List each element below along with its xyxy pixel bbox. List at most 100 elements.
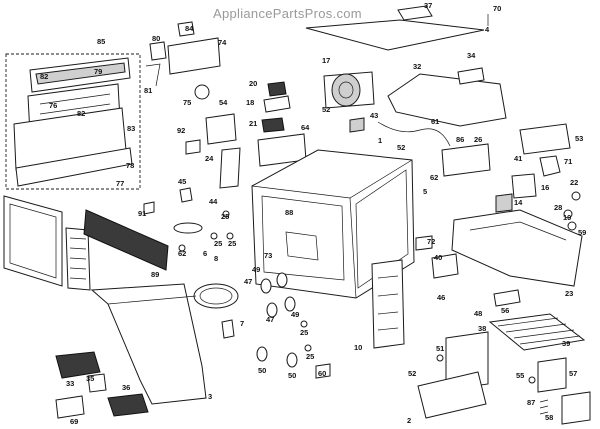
callout-40: 40 xyxy=(434,253,442,262)
callout-84: 84 xyxy=(185,24,194,33)
callout-7: 7 xyxy=(240,319,244,328)
callout-14: 14 xyxy=(514,198,523,207)
callout-91: 91 xyxy=(138,209,146,218)
fan-motor xyxy=(323,71,375,109)
door-outer-frame xyxy=(15,147,133,187)
door-assembly-group xyxy=(5,53,141,190)
callout-8: 8 xyxy=(214,254,218,263)
part-91 xyxy=(143,201,155,215)
callout-58: 58 xyxy=(545,413,553,422)
watermark-text: AppliancePartsPros.com xyxy=(213,6,362,21)
coupler-7 xyxy=(221,319,235,339)
callout-62: 62 xyxy=(178,249,186,258)
callout-25: 25 xyxy=(221,212,229,221)
callout-71: 71 xyxy=(564,157,572,166)
part-58 xyxy=(561,391,591,425)
mounting-plate-2 xyxy=(417,371,487,419)
spring-81 xyxy=(145,63,161,87)
callout-73: 73 xyxy=(264,251,272,260)
screws-87 xyxy=(539,399,549,415)
board-53 xyxy=(519,123,571,155)
control-panel-buttons xyxy=(35,62,126,85)
diode-24 xyxy=(219,147,241,189)
callout-4: 4 xyxy=(485,25,490,34)
damper-34 xyxy=(457,67,485,85)
part-72 xyxy=(415,235,433,251)
part-14 xyxy=(495,193,513,213)
callout-20: 20 xyxy=(249,79,257,88)
callout-25: 25 xyxy=(306,352,314,361)
part-25e xyxy=(304,344,312,352)
roller-75 xyxy=(194,84,210,100)
callout-85: 85 xyxy=(97,37,105,46)
part-25a xyxy=(222,210,230,218)
part-40 xyxy=(431,253,459,279)
bulb-47a xyxy=(260,278,272,294)
callout-83: 83 xyxy=(127,124,135,133)
callout-37: 37 xyxy=(424,1,432,10)
part-16 xyxy=(511,173,537,199)
latch-assembly-10 xyxy=(371,259,405,349)
callout-88: 88 xyxy=(285,208,293,217)
hinge-bracket xyxy=(167,37,221,75)
callout-36: 36 xyxy=(122,383,130,392)
callout-47: 47 xyxy=(244,277,252,286)
top-cabinet-plate xyxy=(305,19,485,51)
callout-25: 25 xyxy=(214,239,222,248)
callout-64: 64 xyxy=(301,123,310,132)
callout-16: 16 xyxy=(541,183,549,192)
callout-82: 82 xyxy=(77,109,85,118)
callout-70: 70 xyxy=(493,4,501,13)
callout-78: 78 xyxy=(126,161,134,170)
grease-filter-39 xyxy=(488,313,586,351)
callout-25: 25 xyxy=(300,328,308,337)
callout-72: 72 xyxy=(427,237,435,246)
callout-46: 46 xyxy=(437,293,445,302)
callout-34: 34 xyxy=(467,51,476,60)
callout-32: 32 xyxy=(413,62,421,71)
part-56 xyxy=(493,289,521,307)
callout-43: 43 xyxy=(370,111,378,120)
callout-10: 10 xyxy=(354,343,362,352)
part-45 xyxy=(179,187,193,203)
callout-89: 89 xyxy=(151,270,159,279)
stirrer-44 xyxy=(173,222,203,234)
part-25b xyxy=(210,232,218,240)
callout-80: 80 xyxy=(152,34,160,43)
exhaust-duct xyxy=(387,73,507,127)
callout-55: 55 xyxy=(516,371,524,380)
socket-60 xyxy=(315,363,331,379)
part-62b xyxy=(178,244,186,252)
callout-57: 57 xyxy=(569,369,577,378)
top-vent-cover xyxy=(397,5,433,21)
bulb-47b xyxy=(266,302,278,318)
callout-76: 76 xyxy=(49,101,57,110)
keypad-panel xyxy=(65,227,91,291)
power-cord xyxy=(377,121,451,147)
roller-ring-8 xyxy=(193,283,239,309)
callout-52: 52 xyxy=(322,105,330,114)
part-51 xyxy=(436,354,444,362)
callout-44: 44 xyxy=(209,197,218,206)
light-socket-26 xyxy=(441,143,491,177)
door-group-dashed-box xyxy=(5,53,141,190)
capacitor-20 xyxy=(267,81,287,97)
callout-86: 86 xyxy=(456,135,464,144)
callout-17: 17 xyxy=(322,56,330,65)
callout-59: 59 xyxy=(578,228,586,237)
filter-36 xyxy=(107,393,149,417)
callout-35: 35 xyxy=(86,374,94,383)
callout-92: 92 xyxy=(177,126,185,135)
fan-blade-71 xyxy=(539,155,561,177)
callout-87: 87 xyxy=(527,398,535,407)
callout-51: 51 xyxy=(436,344,444,353)
switch-80 xyxy=(149,41,167,61)
callout-69: 69 xyxy=(70,417,78,426)
part-25c xyxy=(226,232,234,240)
bulb-50a xyxy=(256,346,268,362)
callout-5: 5 xyxy=(423,187,427,196)
part-21 xyxy=(261,117,285,133)
part-35 xyxy=(87,373,107,393)
